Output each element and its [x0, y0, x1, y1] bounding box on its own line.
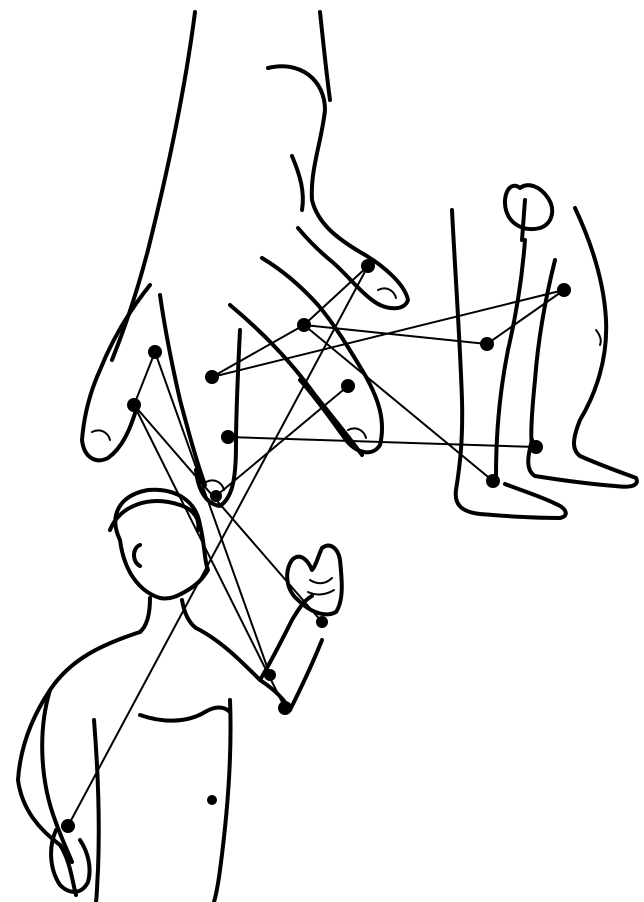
point — [210, 490, 222, 502]
point — [127, 398, 141, 412]
palm-lines — [308, 578, 334, 594]
raised-arm — [260, 596, 322, 710]
point — [205, 370, 219, 384]
finger-gap-left — [160, 295, 205, 485]
legs-drawing — [452, 185, 637, 518]
point — [61, 819, 75, 833]
hand-drawing — [82, 12, 408, 506]
nail-thumb — [378, 288, 396, 298]
thumb-inner — [292, 156, 303, 210]
ear — [134, 545, 140, 566]
nail-little — [92, 430, 110, 440]
torso-drawing — [18, 490, 342, 902]
point — [529, 440, 543, 454]
nail-ring — [206, 480, 224, 490]
leg2-front — [528, 208, 637, 487]
point — [297, 318, 311, 332]
point — [480, 337, 494, 351]
point — [486, 474, 500, 488]
connection-line — [487, 290, 564, 344]
point — [316, 616, 328, 628]
connection-line — [155, 352, 270, 675]
thumb-outline — [268, 66, 408, 308]
connection-line — [304, 266, 368, 325]
knee-line — [596, 330, 601, 345]
point — [341, 379, 355, 393]
point — [221, 430, 235, 444]
leg1-inner — [496, 240, 525, 475]
wrist-outline-left — [112, 12, 195, 360]
connection-line — [212, 325, 304, 377]
nail-index — [348, 428, 366, 438]
point — [278, 701, 292, 715]
point — [148, 345, 162, 359]
shoulders — [18, 628, 290, 895]
point — [264, 669, 276, 681]
leg1-outer — [452, 210, 566, 518]
little-finger — [82, 285, 150, 460]
leg2-back — [531, 260, 555, 445]
connection-line — [304, 325, 493, 481]
point — [557, 283, 571, 297]
torso-left-side — [94, 720, 99, 902]
leaf-icon — [505, 185, 552, 240]
point — [207, 795, 217, 805]
point — [361, 259, 375, 273]
chest-line — [140, 708, 230, 721]
connection-line — [134, 352, 155, 405]
palm-hand — [287, 546, 342, 615]
